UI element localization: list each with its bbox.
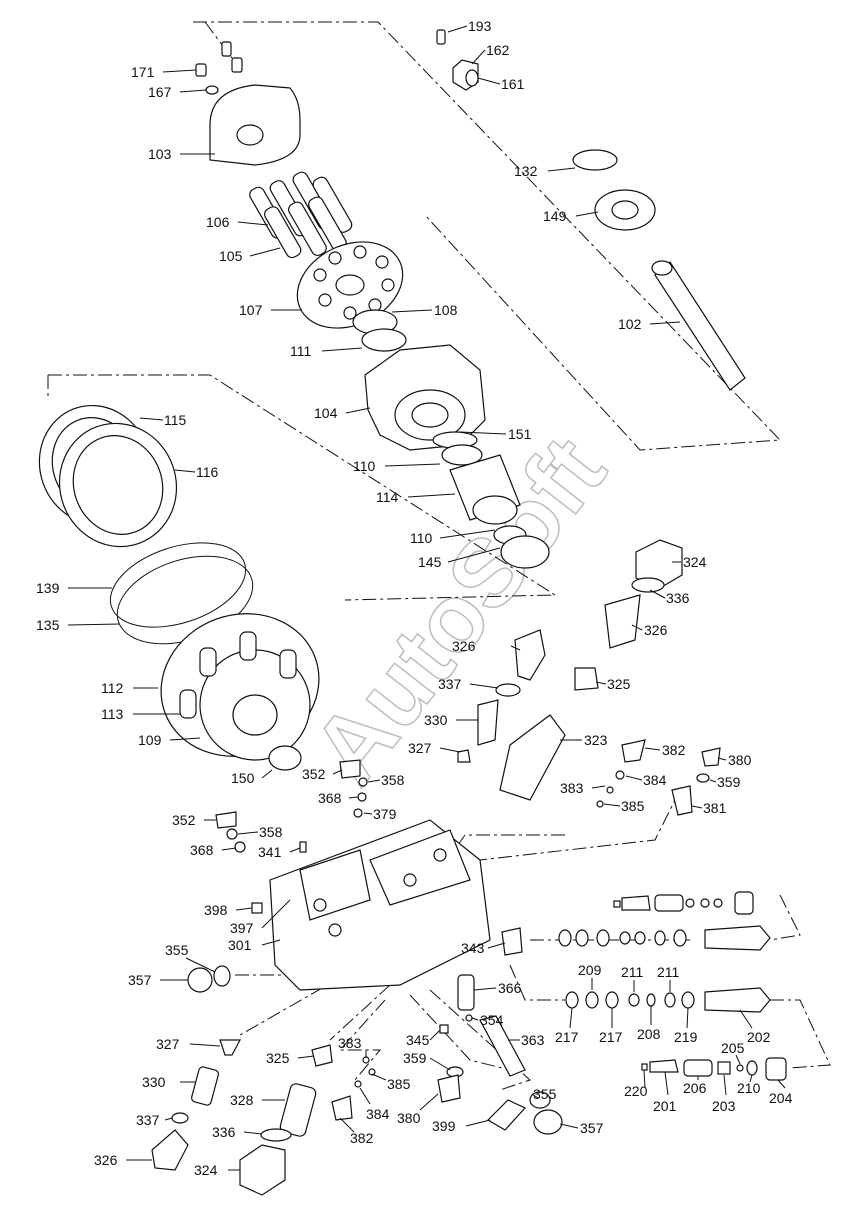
part-number-345: 345 bbox=[406, 1032, 430, 1048]
part-number-379: 379 bbox=[373, 806, 397, 822]
part-number-103: 103 bbox=[148, 146, 172, 162]
part-number-327: 327 bbox=[408, 740, 432, 756]
part-number-201: 201 bbox=[653, 1098, 677, 1114]
part-number-112: 112 bbox=[101, 680, 124, 696]
part-number-359: 359 bbox=[717, 774, 741, 790]
part-number-107: 107 bbox=[239, 302, 263, 318]
part-number-110: 110 bbox=[353, 458, 376, 474]
part-number-202: 202 bbox=[747, 1029, 771, 1045]
part-number-106: 106 bbox=[206, 214, 230, 230]
part-number-398: 398 bbox=[204, 902, 228, 918]
part-number-219: 219 bbox=[674, 1029, 698, 1045]
part-number-383: 383 bbox=[560, 780, 584, 796]
part-number-217: 217 bbox=[599, 1029, 623, 1045]
part-number-355: 355 bbox=[165, 942, 189, 958]
part-number-341: 341 bbox=[258, 844, 282, 860]
part-number-220: 220 bbox=[624, 1083, 648, 1099]
part-number-208: 208 bbox=[637, 1026, 661, 1042]
part-number-114: 114 bbox=[376, 489, 399, 505]
part-number-210: 210 bbox=[737, 1080, 761, 1096]
part-number-380: 380 bbox=[728, 752, 752, 768]
part-number-326: 326 bbox=[94, 1152, 118, 1168]
part-number-115: 115 bbox=[164, 412, 187, 428]
part-number-385: 385 bbox=[387, 1076, 411, 1092]
part-number-337: 337 bbox=[136, 1112, 160, 1128]
part-number-111: 111 bbox=[290, 343, 311, 359]
part-number-385: 385 bbox=[621, 798, 645, 814]
part-number-132: 132 bbox=[514, 163, 538, 179]
part-number-384: 384 bbox=[643, 772, 667, 788]
part-number-354: 354 bbox=[480, 1012, 504, 1028]
part-number-384: 384 bbox=[366, 1106, 390, 1122]
part-number-110: 110 bbox=[410, 530, 433, 546]
part-number-343: 343 bbox=[461, 940, 485, 956]
part-number-327: 327 bbox=[156, 1036, 180, 1052]
part-number-368: 368 bbox=[190, 842, 214, 858]
part-number-211: 211 bbox=[657, 964, 680, 980]
part-number-326: 326 bbox=[452, 638, 476, 654]
part-number-363: 363 bbox=[521, 1032, 545, 1048]
part-number-301: 301 bbox=[228, 937, 252, 953]
part-number-366: 366 bbox=[498, 980, 522, 996]
part-number-326: 326 bbox=[644, 622, 668, 638]
part-number-204: 204 bbox=[769, 1090, 793, 1106]
part-number-193: 193 bbox=[468, 18, 492, 34]
part-number-135: 135 bbox=[36, 617, 60, 633]
part-number-217: 217 bbox=[555, 1029, 579, 1045]
part-number-330: 330 bbox=[142, 1074, 166, 1090]
part-number-383: 383 bbox=[338, 1035, 362, 1051]
part-number-116: 116 bbox=[196, 464, 219, 480]
part-number-355: 355 bbox=[533, 1086, 557, 1102]
part-number-203: 203 bbox=[712, 1098, 736, 1114]
part-number-325: 325 bbox=[607, 676, 631, 692]
part-number-209: 209 bbox=[578, 962, 602, 978]
part-number-167: 167 bbox=[148, 84, 172, 100]
part-number-352: 352 bbox=[172, 812, 196, 828]
part-number-149: 149 bbox=[543, 208, 567, 224]
part-number-358: 358 bbox=[259, 824, 283, 840]
dashed-boundaries bbox=[47, 21, 831, 1091]
part-number-109: 109 bbox=[138, 732, 162, 748]
part-number-325: 325 bbox=[266, 1050, 290, 1066]
part-number-323: 323 bbox=[584, 732, 608, 748]
part-number-337: 337 bbox=[438, 676, 462, 692]
leader-lines bbox=[67, 25, 786, 1171]
part-number-382: 382 bbox=[350, 1130, 374, 1146]
part-number-380: 380 bbox=[397, 1110, 421, 1126]
part-number-150: 150 bbox=[231, 770, 255, 786]
part-number-358: 358 bbox=[381, 772, 405, 788]
part-number-328: 328 bbox=[230, 1092, 254, 1108]
part-number-113: 113 bbox=[101, 706, 124, 722]
part-number-324: 324 bbox=[683, 554, 707, 570]
part-number-399: 399 bbox=[432, 1118, 456, 1134]
part-number-162: 162 bbox=[486, 42, 510, 58]
part-number-206: 206 bbox=[683, 1080, 707, 1096]
part-number-352: 352 bbox=[302, 766, 326, 782]
part-number-161: 161 bbox=[501, 76, 525, 92]
part-number-171: 171 bbox=[131, 64, 155, 80]
part-number-368: 368 bbox=[318, 790, 342, 806]
part-number-139: 139 bbox=[36, 580, 60, 596]
part-number-357: 357 bbox=[128, 972, 152, 988]
part-number-336: 336 bbox=[666, 590, 690, 606]
part-number-211: 211 bbox=[621, 964, 644, 980]
part-number-105: 105 bbox=[219, 248, 243, 264]
part-number-397: 397 bbox=[230, 920, 254, 936]
part-number-381: 381 bbox=[703, 800, 727, 816]
part-number-145: 145 bbox=[418, 554, 442, 570]
parts-illustrations bbox=[38, 29, 787, 1196]
part-number-336: 336 bbox=[212, 1124, 236, 1140]
callout-labels: 193 162 161 171 167 103 132 149 106 105 … bbox=[36, 18, 793, 1178]
part-number-357: 357 bbox=[580, 1120, 604, 1136]
part-number-330: 330 bbox=[424, 712, 448, 728]
part-number-102: 102 bbox=[618, 316, 642, 332]
part-number-324: 324 bbox=[194, 1162, 218, 1178]
part-number-382: 382 bbox=[662, 742, 686, 758]
part-number-205: 205 bbox=[721, 1040, 745, 1056]
part-number-359: 359 bbox=[403, 1050, 427, 1066]
part-number-151: 151 bbox=[508, 426, 532, 442]
part-number-104: 104 bbox=[314, 405, 338, 421]
part-number-108: 108 bbox=[434, 302, 458, 318]
